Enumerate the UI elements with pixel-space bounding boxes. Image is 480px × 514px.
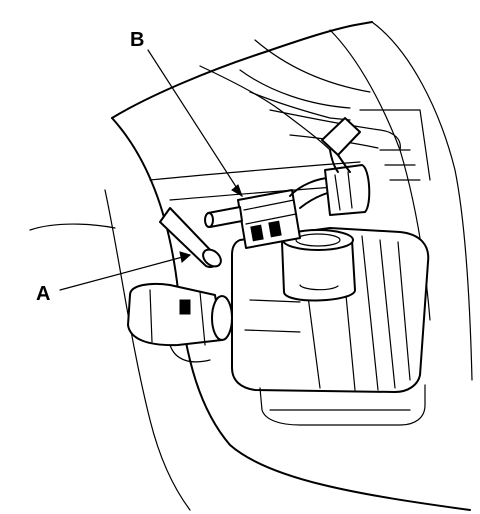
canister-housing xyxy=(231,227,430,426)
body-panel xyxy=(29,21,473,511)
valve-cylinder xyxy=(281,229,356,302)
solenoid-block xyxy=(204,189,301,249)
callout-b-label: B xyxy=(130,29,144,51)
left-clamp xyxy=(127,282,233,363)
hose xyxy=(159,207,222,268)
callout-b-leader xyxy=(147,49,243,198)
wire-harness xyxy=(289,117,371,216)
callout-a-label: A xyxy=(36,283,50,305)
callout-a-leader xyxy=(59,251,192,291)
upper-bracket xyxy=(239,39,431,181)
